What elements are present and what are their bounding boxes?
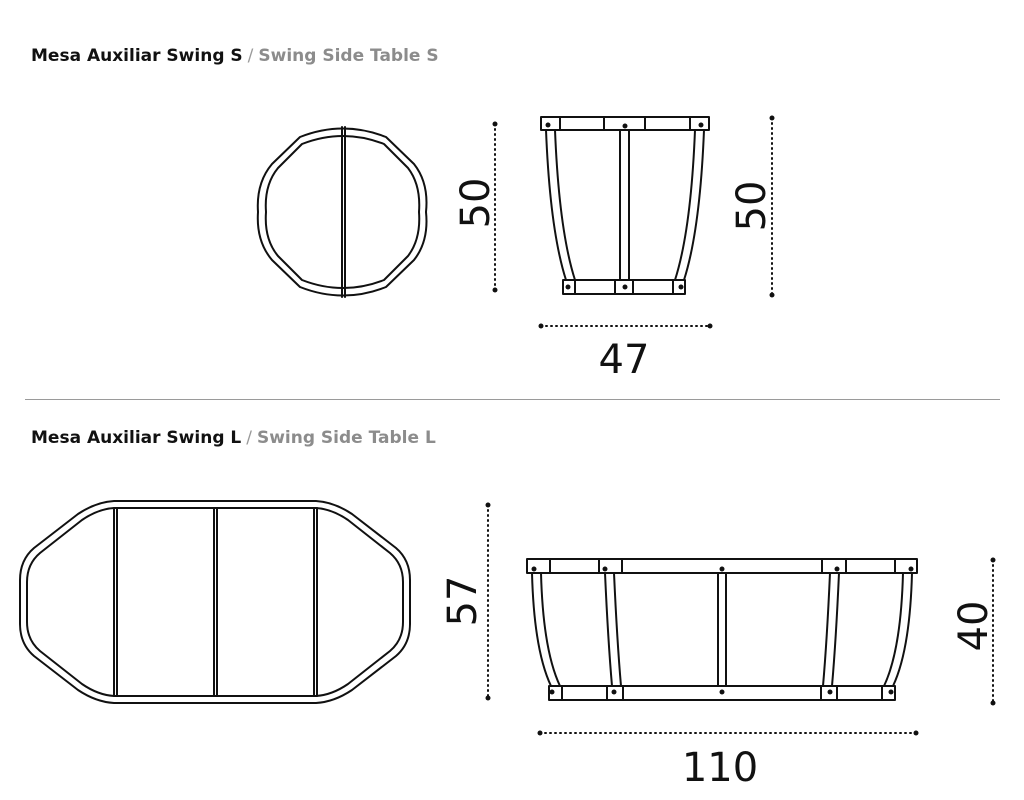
title-separator-s: /	[247, 46, 254, 66]
small-depth-dimension: 50	[453, 121, 499, 293]
large-height-label: 40	[951, 601, 997, 652]
title-es-s: Mesa Auxiliar Swing S	[31, 46, 243, 66]
small-depth-label: 50	[453, 178, 499, 229]
large-width-dimension: 110	[537, 730, 919, 791]
small-height-label: 50	[729, 181, 775, 232]
small-width-label: 47	[599, 337, 650, 383]
section-divider	[25, 399, 1000, 400]
small-table-top-view	[256, 126, 428, 298]
large-depth-label: 57	[440, 576, 486, 627]
title-en-s: Swing Side Table S	[258, 46, 439, 66]
title-separator-l: /	[246, 428, 252, 448]
section-l-title: Mesa Auxiliar Swing L/Swing Side Table L	[31, 428, 436, 448]
section-s-title: Mesa Auxiliar Swing S/Swing Side Table S	[31, 46, 439, 66]
large-table-top-view	[19, 500, 411, 704]
small-height-dimension: 50	[729, 115, 775, 298]
large-height-dimension: 40	[951, 557, 997, 706]
small-width-dimension: 47	[538, 323, 713, 383]
title-es-l: Mesa Auxiliar Swing L	[31, 428, 242, 448]
large-table-front-view	[526, 558, 918, 701]
title-en-l: Swing Side Table L	[256, 428, 436, 448]
large-depth-dimension: 57	[440, 502, 491, 701]
large-width-label: 110	[682, 745, 758, 791]
small-table-front-view	[540, 116, 710, 295]
